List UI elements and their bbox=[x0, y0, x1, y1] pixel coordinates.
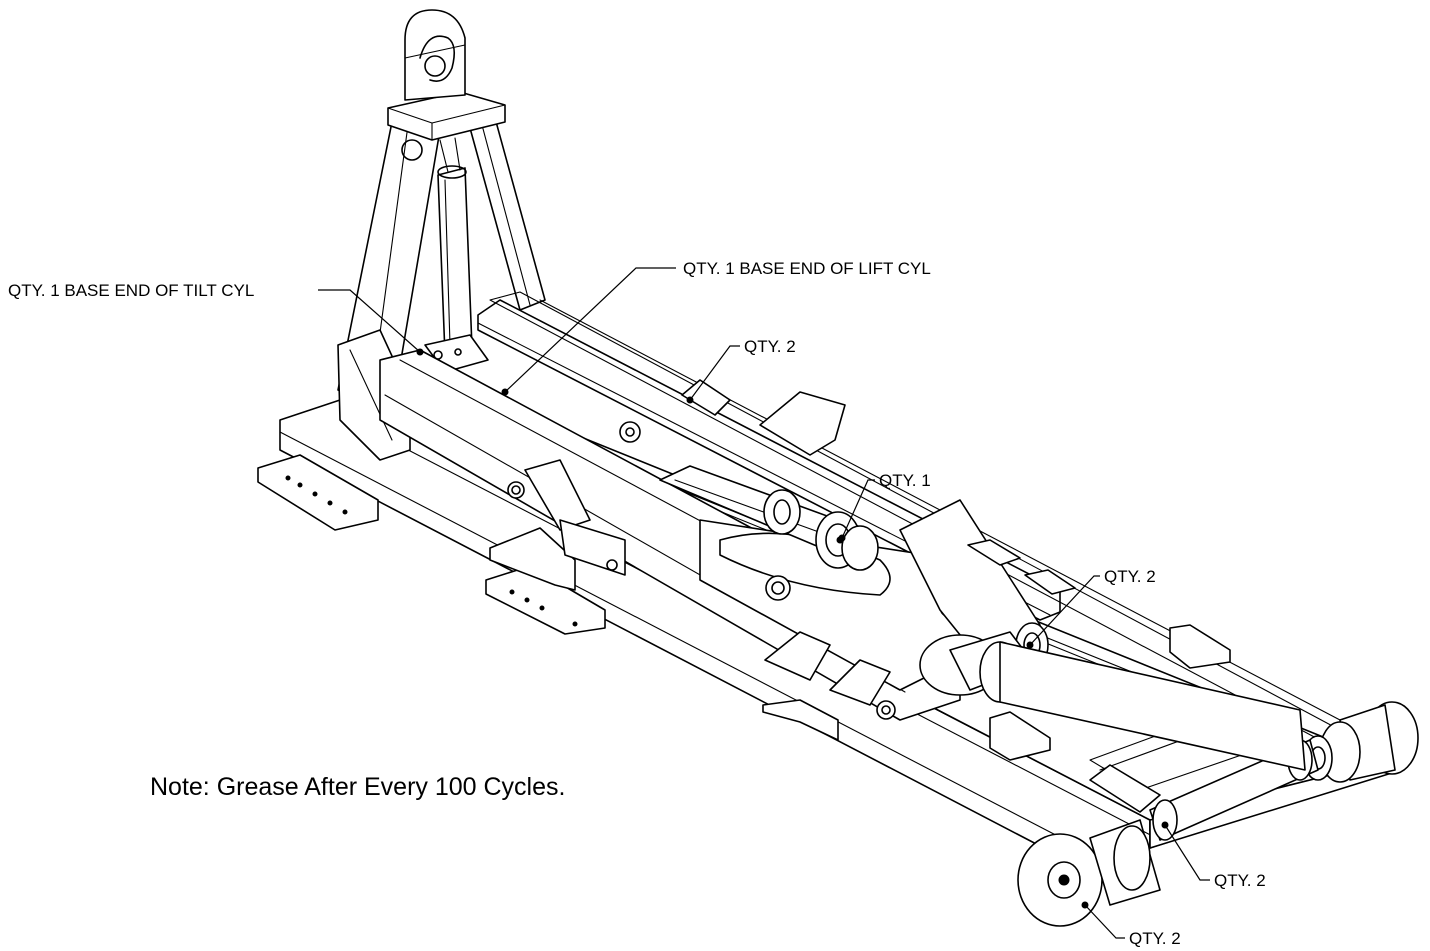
callout-rear-roller-hub: QTY. 2 bbox=[1129, 929, 1181, 948]
mounting-brackets bbox=[257, 454, 839, 741]
leader-lines bbox=[318, 267, 1210, 939]
side-guides bbox=[681, 379, 1231, 761]
rear-rollers bbox=[979, 641, 1419, 927]
callout-lift-cyl: QTY. 1 BASE END OF LIFT CYL bbox=[683, 259, 931, 278]
tilt-cylinder bbox=[424, 137, 489, 373]
front-latch bbox=[489, 459, 626, 591]
callouts: QTY. 1 BASE END OF TILT CYL QTY. 1 BASE … bbox=[8, 259, 1266, 948]
callout-center-pivot: QTY. 1 bbox=[879, 471, 931, 490]
callout-tilt-cyl: QTY. 1 BASE END OF TILT CYL bbox=[8, 281, 254, 300]
callout-rear-pivot: QTY. 2 bbox=[1104, 567, 1156, 586]
callout-rear-roller-axle: QTY. 2 bbox=[1214, 871, 1266, 890]
callout-upper-arm: QTY. 2 bbox=[744, 337, 796, 356]
grease-note: Note: Grease After Every 100 Cycles. bbox=[150, 773, 566, 801]
